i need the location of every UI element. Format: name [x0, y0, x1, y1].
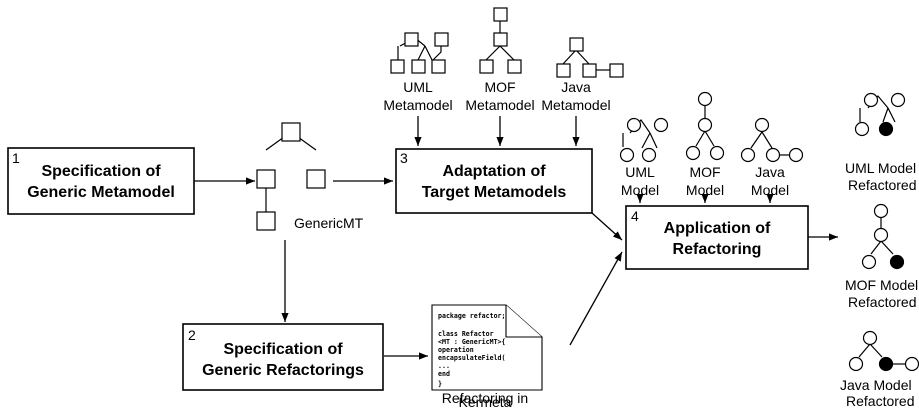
step-2-title-line1: Specification of	[223, 341, 343, 358]
uml-refactored-tree-icon	[854, 92, 906, 137]
mof-model-label-line2: Model	[686, 182, 724, 198]
step-1-title-line1: Specification of	[41, 163, 161, 180]
step-2-title-line2: Generic Refactorings	[202, 362, 364, 379]
step-3-number: 3	[400, 150, 408, 166]
uml-metamodel-label-line2: Metamodel	[383, 97, 452, 113]
code-line-4: <MT : GenericMT>{	[438, 338, 506, 346]
step-2-box: 2 Specification of Generic Refactorings	[182, 323, 384, 391]
step-1-number: 1	[12, 150, 20, 166]
code-line-3: class Refactor	[438, 330, 494, 338]
java-metamodel-label-line1: Java	[561, 79, 591, 95]
code-line-1: package refactor;	[438, 312, 506, 320]
step-2-number: 2	[188, 327, 196, 343]
kermeta-caption-line2: Kermeta	[459, 394, 512, 410]
code-line-9: }	[438, 380, 442, 388]
code-line-7: ...	[438, 362, 450, 370]
step-1-title-line2: Generic Metamodel	[27, 184, 175, 201]
java-model-label-line1: Java	[755, 164, 785, 180]
code-line-8: end	[438, 370, 450, 378]
uml-model-label-line1: UML	[625, 164, 655, 180]
step-4-title-line1: Application of	[664, 220, 771, 237]
step-4-title-line2: Refactoring	[673, 241, 762, 258]
mof-metamodel-label-line2: Metamodel	[465, 97, 534, 113]
uml-model-label-line2: Model	[621, 182, 659, 198]
code-line-6: encapsulateField(	[438, 354, 506, 362]
java-refactored-tree-icon	[848, 330, 919, 372]
mof-refactored-tree-icon	[861, 203, 905, 270]
kermeta-code-document: package refactor; class Refactor <MT : G…	[431, 304, 543, 391]
java-metamodel-label-line2: Metamodel	[541, 97, 610, 113]
mof-model-label-line1: MOF	[689, 164, 720, 180]
arrow-kermeta-to-step4	[569, 251, 623, 346]
mof-metamodel-label-line1: MOF	[484, 79, 515, 95]
java-refactored-label-line1: Java Model	[840, 377, 912, 393]
step-4-number: 4	[631, 208, 639, 224]
step-3-title-line1: Adaptation of	[442, 163, 546, 180]
uml-refactored-label-line2: Refactored	[848, 177, 916, 193]
generic-mt-tree-icon	[256, 122, 326, 231]
arrow-step3-to-step4	[591, 212, 623, 241]
step-4-box: 4 Application of Refactoring	[625, 205, 809, 270]
generic-mt-label: GenericMT	[294, 215, 364, 231]
java-metamodel-tree-icon	[556, 37, 624, 78]
step-1-box: 1 Specification of Generic Metamodel	[7, 147, 195, 215]
java-model-tree-icon	[740, 117, 804, 163]
uml-metamodel-tree-icon	[390, 32, 449, 74]
mof-model-tree-icon	[685, 91, 725, 161]
uml-model-tree-icon	[619, 117, 669, 163]
step-3-box: 3 Adaptation of Target Metamodels	[395, 148, 593, 214]
uml-refactored-label-line1: UML Model	[845, 160, 916, 176]
mof-refactored-label-line2: Refactored	[848, 294, 916, 310]
kermeta-caption-line1: Refactoring in	[442, 390, 528, 406]
uml-metamodel-label-line1: UML	[403, 79, 433, 95]
code-line-5: operation	[438, 346, 474, 354]
mof-metamodel-tree-icon	[479, 7, 522, 74]
java-model-label-line2: Model	[751, 182, 789, 198]
step-3-title-line2: Target Metamodels	[422, 184, 567, 201]
mof-refactored-label-line1: MOF Model	[845, 277, 918, 293]
java-refactored-label-line2: Refactored	[846, 393, 914, 409]
